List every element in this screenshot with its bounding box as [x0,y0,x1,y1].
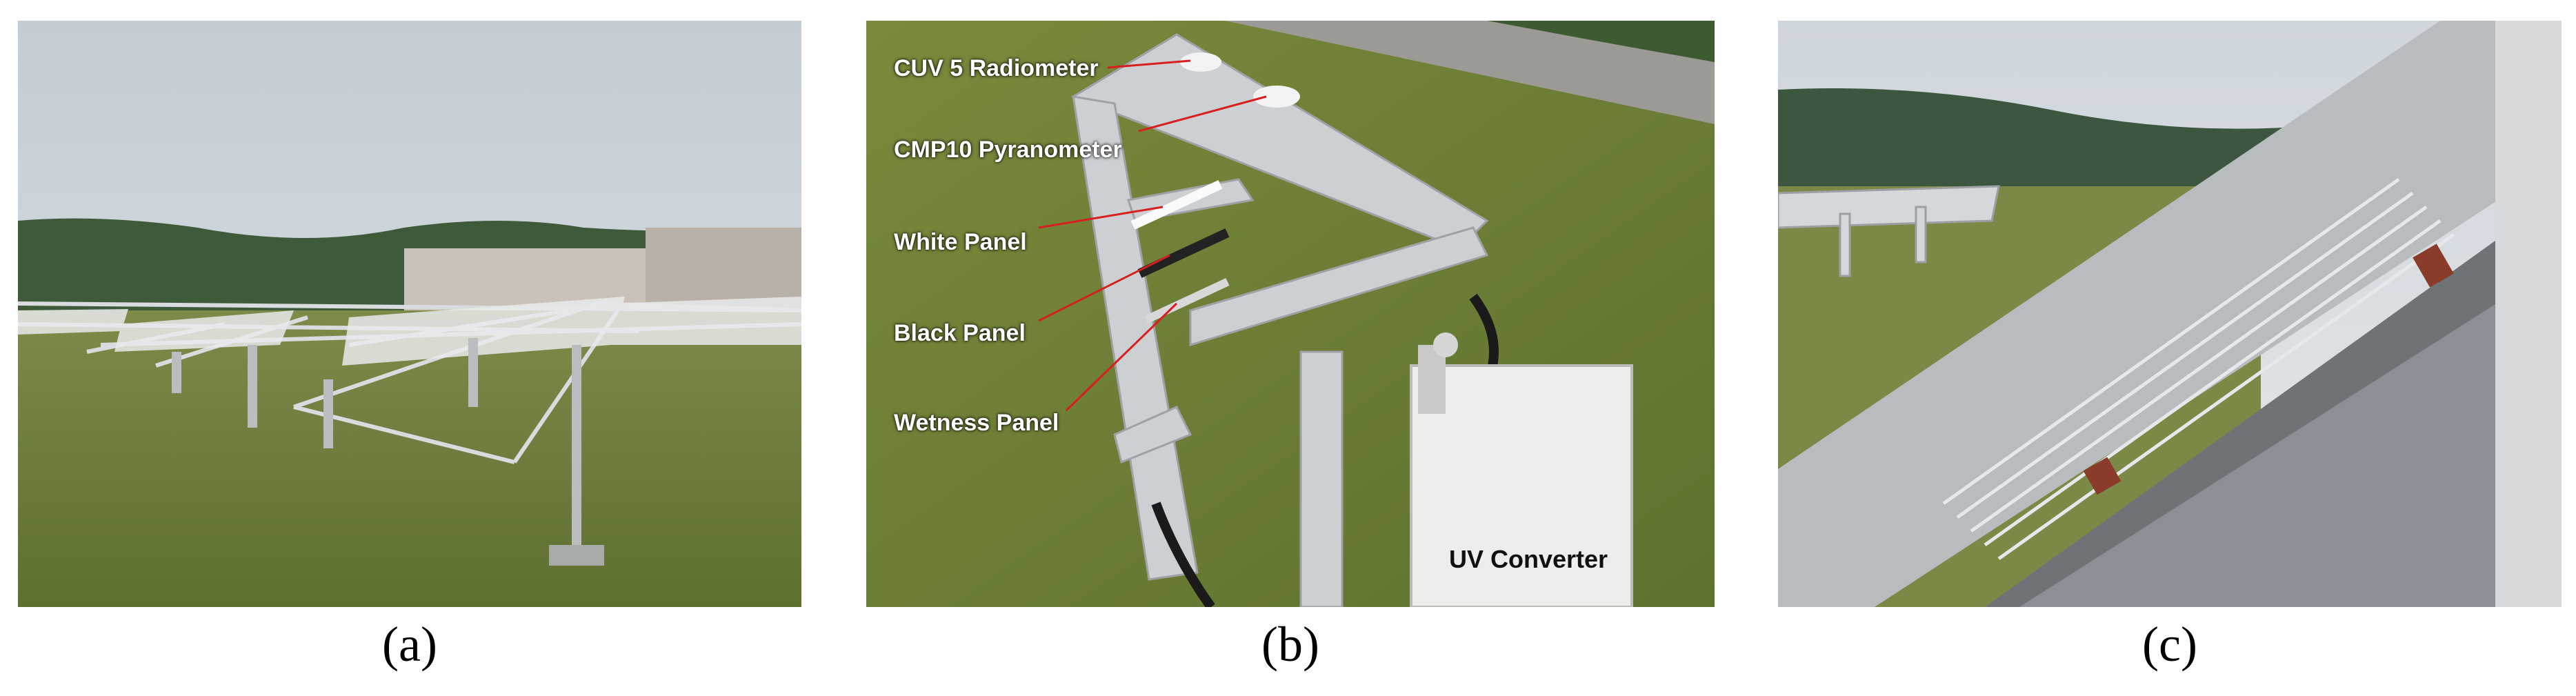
rack-tops [18,297,801,366]
photo-a-drawing [18,21,801,607]
annotation-lines [1038,59,1267,412]
photo-b-drawing [866,21,1715,607]
uv-converter-box [1410,364,1633,607]
black-panel-sample [1137,228,1230,278]
photo-b-instrument-rack: CUV 5 Radiometer CMP10 Pyranometer White… [866,21,1715,607]
rack-posts [172,338,581,552]
caption-a: (a) [382,617,437,672]
cmp10-pyranometer [1253,86,1300,108]
rack-rail [1778,21,2562,607]
shrubs [1487,21,1715,62]
post-base [549,545,604,566]
photo-c-drawing [1778,21,2562,607]
label-cmp10-pyranometer: CMP10 Pyranometer [894,137,1122,163]
label-cuv5-radiometer: CUV 5 Radiometer [894,55,1099,81]
lightning-rod-tip [1433,332,1458,357]
caption-b: (b) [1261,617,1319,672]
photo-a-test-racks [18,21,801,607]
cuv5-radiometer [1180,52,1221,72]
white-panel-sample [1130,180,1223,230]
label-wetness-panel: Wetness Panel [894,410,1059,436]
road [1225,21,1715,124]
cable-lower [1151,501,1215,607]
building-right [646,228,801,310]
wetness-panel-sample [1144,278,1230,324]
module-surface [2019,262,2562,607]
slat-lines [1942,177,2455,561]
label-uv-converter: UV Converter [1449,545,1608,573]
label-white-panel: White Panel [894,229,1027,255]
hills [1778,88,2330,200]
caption-c: (c) [2142,617,2197,672]
label-black-panel: Black Panel [894,320,1026,346]
photo-c-rack-closeup [1778,21,2562,607]
foreground-post [2495,21,2562,607]
distant-racks [1778,185,2000,277]
